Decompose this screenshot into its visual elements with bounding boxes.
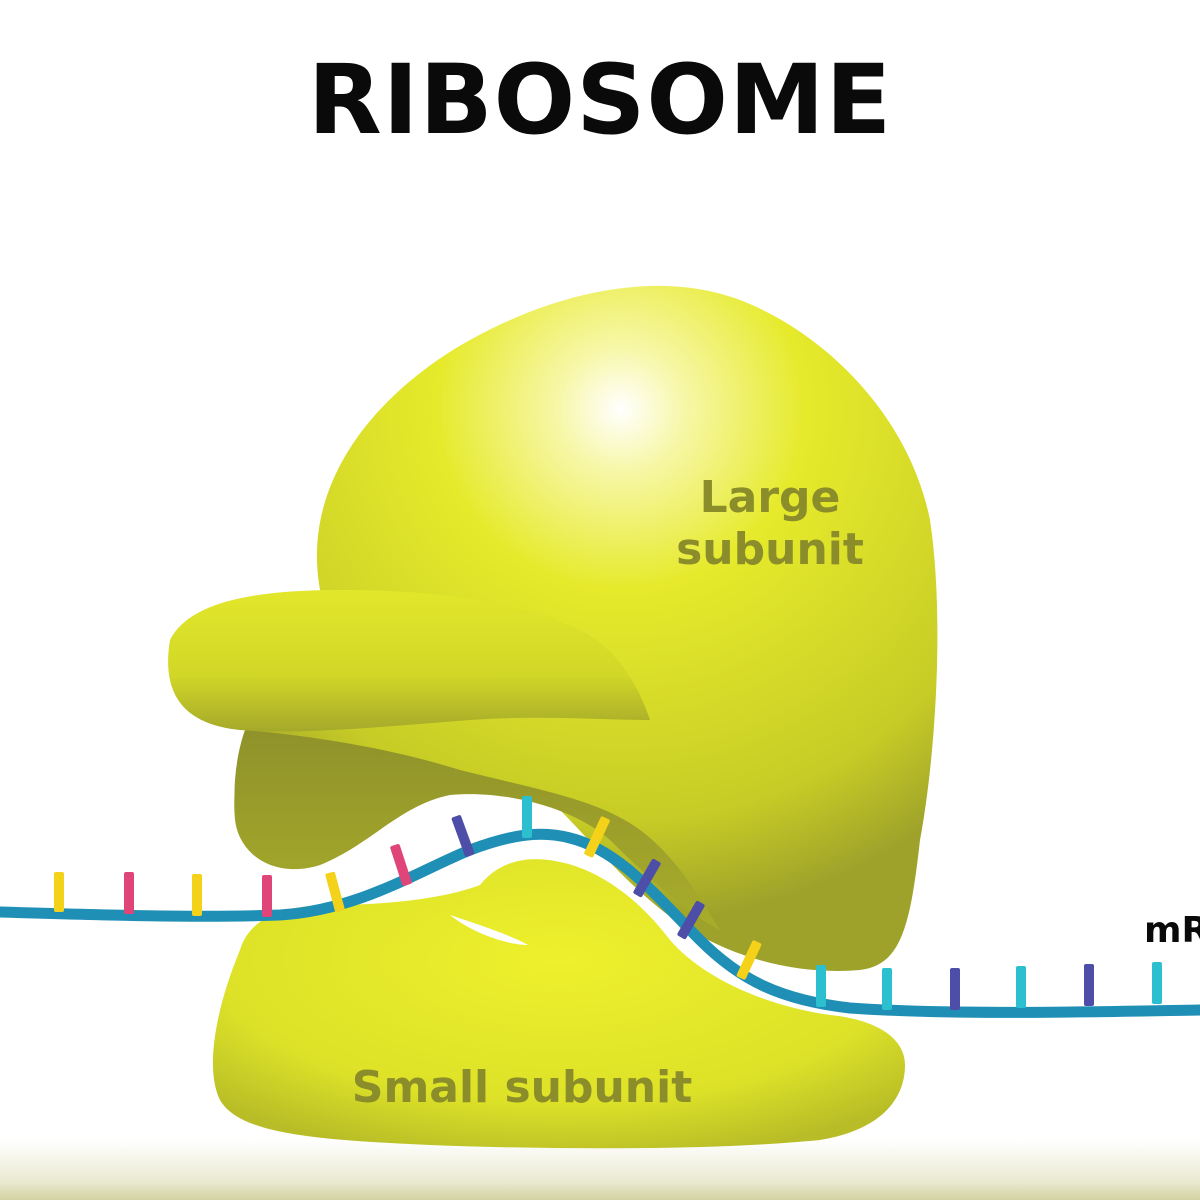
base-yellow (192, 874, 202, 916)
small-subunit-label: Small subunit (352, 1062, 692, 1113)
base-yellow (584, 816, 610, 858)
base-cyan (1016, 966, 1026, 1008)
base-purple (677, 900, 705, 940)
base-purple (633, 858, 661, 898)
base-cyan (522, 796, 532, 838)
small-subunit-body (212, 859, 906, 1149)
diagram-title: RIBOSOME (307, 44, 893, 156)
base-pink (390, 844, 412, 886)
small-subunit-cleft (450, 915, 528, 945)
base-cyan (816, 965, 826, 1007)
base-purple (1084, 964, 1094, 1006)
large-subunit-underside (234, 730, 721, 930)
large-subunit-lip (168, 590, 650, 732)
base-yellow (325, 871, 345, 913)
large-subunit-label-line1: Large (700, 472, 841, 523)
base-cyan (1152, 962, 1162, 1004)
base-yellow (54, 872, 64, 912)
mrna-label: mRNA (1144, 910, 1200, 951)
mrna-bases (54, 796, 1162, 1010)
base-yellow (736, 940, 762, 980)
base-pink (262, 875, 272, 917)
base-purple (950, 968, 960, 1010)
base-purple (451, 815, 475, 857)
large-subunit-label-line2: subunit (676, 524, 864, 575)
base-pink (124, 872, 134, 914)
floor-shadow (0, 1140, 1200, 1200)
base-cyan (882, 968, 892, 1010)
